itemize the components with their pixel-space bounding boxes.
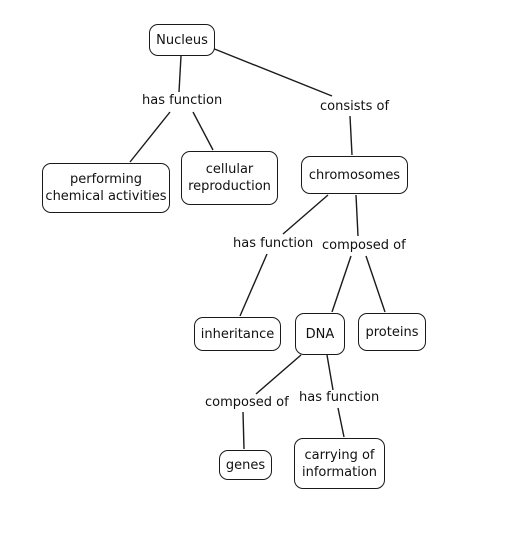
line-has-function-to-cellular <box>192 111 214 151</box>
link-label-dna-composed-of: composed of <box>204 395 290 411</box>
line-chromosomes-to-has-function <box>282 194 329 235</box>
node-genes: genes <box>219 450 272 480</box>
node-cellular-reproduction: cellular reproduction <box>181 151 278 205</box>
line-nucleus-to-has-function <box>178 55 182 93</box>
line-nucleus-to-consists-of <box>211 47 333 97</box>
line-composed-of-to-proteins <box>365 255 386 313</box>
node-carrying-of-information: carrying of information <box>294 438 385 489</box>
line-dna-to-has-function <box>326 354 334 391</box>
node-performing-chemical-activities: performing chemical activities <box>42 163 170 213</box>
node-proteins: proteins <box>358 313 426 351</box>
node-dna: DNA <box>295 313 345 355</box>
link-label-chromosomes-has-function: has function <box>232 236 315 252</box>
line-composed-of-to-genes <box>242 411 245 450</box>
link-label-nucleus-consists-of: consists of <box>319 99 391 115</box>
node-inheritance: inheritance <box>194 317 281 351</box>
line-has-function-to-performing <box>129 111 171 163</box>
line-composed-of-to-dna <box>331 255 352 313</box>
line-has-function-to-carrying <box>337 407 345 438</box>
line-dna-to-composed-of <box>255 354 302 395</box>
link-label-dna-has-function: has function <box>298 390 381 406</box>
link-label-nucleus-has-function: has function <box>141 93 224 109</box>
node-chromosomes: chromosomes <box>301 156 408 194</box>
line-has-function-to-inheritance <box>239 253 268 317</box>
link-label-chromosomes-composed-of: composed of <box>321 238 407 254</box>
line-chromosomes-to-composed-of <box>355 194 359 237</box>
line-consists-of-to-chromosomes <box>349 115 353 156</box>
node-nucleus: Nucleus <box>149 24 215 56</box>
